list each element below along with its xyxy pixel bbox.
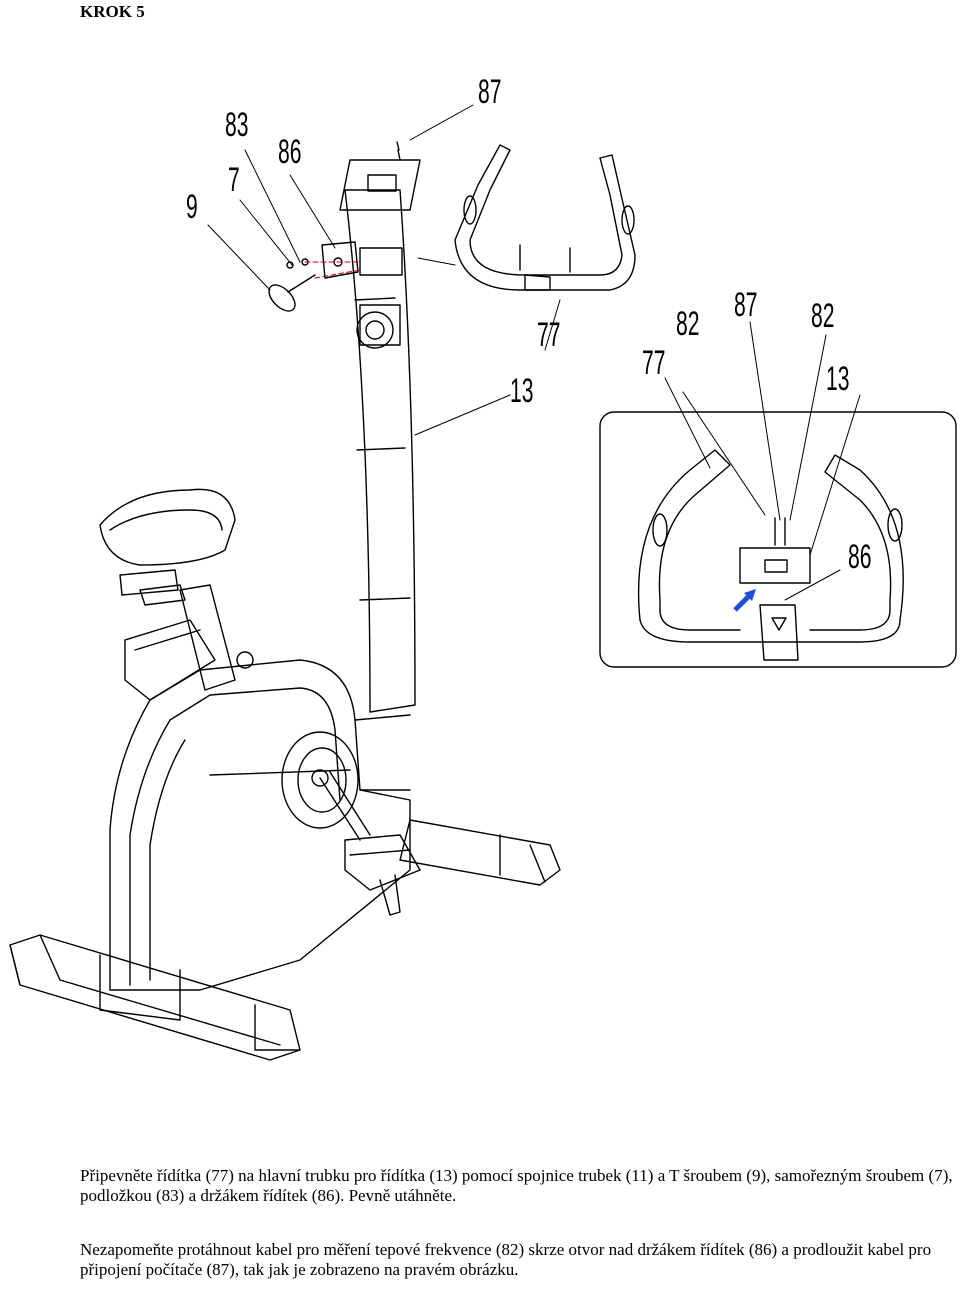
front-stabilizer — [399, 819, 561, 886]
arrow-icon — [733, 589, 756, 612]
leader-lines — [207, 104, 861, 601]
pedal-rear — [124, 619, 216, 701]
callout-7: 7 — [228, 161, 240, 199]
callout-86: 86 — [278, 133, 302, 171]
instruction-paragraph-1: Připevněte řídítka (77) na hlavní trubku… — [80, 1166, 953, 1205]
small-parts — [268, 241, 359, 312]
inset-callout-82-right: 82 — [811, 297, 835, 335]
rear-stabilizer — [9, 934, 301, 1061]
inset-callout-77: 77 — [642, 344, 666, 382]
seat-assembly — [99, 488, 254, 691]
handlebar-exploded — [454, 144, 636, 291]
callout-9: 9 — [186, 188, 198, 226]
callout-77: 77 — [537, 316, 561, 354]
inset-panel — [599, 411, 957, 668]
callout-13: 13 — [510, 372, 534, 410]
inset-callout-13: 13 — [826, 360, 850, 398]
flywheel-crank — [281, 731, 371, 841]
step-title: KROK 5 — [80, 2, 145, 21]
pedal-front — [344, 834, 421, 916]
handlebar-post — [339, 141, 421, 713]
callout-83: 83 — [225, 106, 249, 144]
alignment-lines — [304, 261, 361, 279]
instruction-paragraph-2: Nezapomeňte protáhnout kabel pro měření … — [80, 1240, 932, 1279]
inset-callout-86: 86 — [848, 538, 872, 576]
assembly-diagram — [9, 104, 957, 1061]
callout-87: 87 — [478, 73, 502, 111]
frame-housing — [109, 659, 411, 991]
inset-callout-87: 87 — [734, 286, 758, 324]
inset-callout-82-left: 82 — [676, 305, 700, 343]
